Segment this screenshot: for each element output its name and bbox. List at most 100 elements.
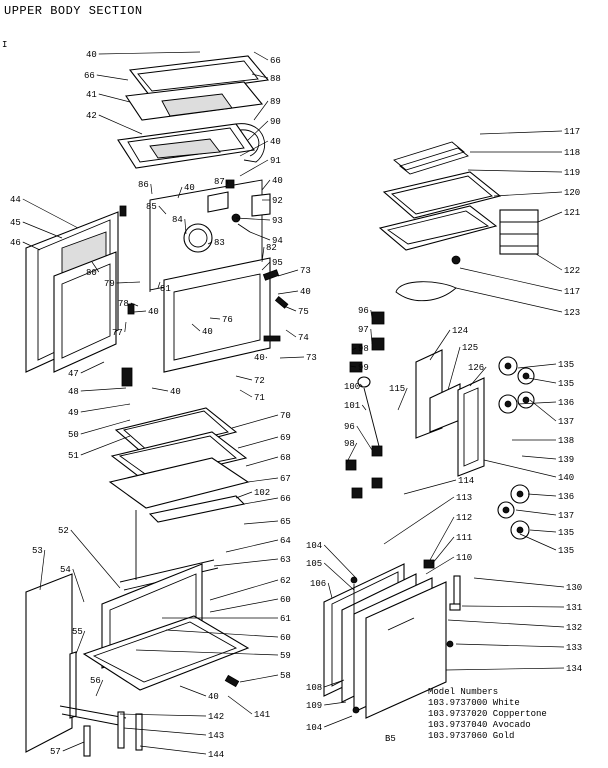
leader-line (323, 544, 357, 579)
leader-line (80, 435, 131, 456)
leader-line (22, 198, 79, 229)
part-callout-54: 54 (60, 565, 71, 575)
part-callout-40: 40 (254, 353, 265, 363)
part-callout-61: 61 (280, 614, 291, 624)
leader-line (150, 183, 153, 195)
model-number-line: 103.9737020 Coppertone (428, 709, 547, 719)
leader-line (370, 328, 373, 345)
part-callout-53: 53 (32, 546, 43, 556)
part-callout-106: 106 (310, 579, 326, 589)
leader-line (96, 74, 129, 81)
leader-line (521, 455, 557, 460)
leader-line (184, 218, 187, 235)
part-callout-89: 89 (270, 97, 281, 107)
leader-line (447, 346, 461, 391)
part-callout-117: 117 (564, 127, 580, 137)
part-callout-96: 96 (344, 422, 355, 432)
part-callout-108: 108 (306, 683, 322, 693)
leader-line (447, 619, 565, 628)
part-callout-85: 85 (146, 202, 157, 212)
model-number-line: 103.9737040 Avocado (428, 720, 531, 730)
part-callout-83: 83 (214, 238, 225, 248)
leader-line (39, 549, 46, 591)
part-callout-73: 73 (306, 353, 317, 363)
leader-line (261, 246, 265, 263)
part-callout-62: 62 (280, 576, 291, 586)
part-callout-40: 40 (184, 183, 195, 193)
side-panel-assembly (25, 205, 135, 387)
leader-line (455, 643, 565, 648)
leader-line (251, 73, 269, 79)
page-title: UPPER BODY SECTION (4, 4, 143, 18)
part-callout-123: 123 (564, 308, 580, 318)
leader-line (461, 605, 565, 608)
part-callout-104: 104 (306, 723, 322, 733)
part-callout-55: 55 (72, 627, 83, 637)
part-callout-141: 141 (254, 710, 270, 720)
leader-line (249, 231, 271, 241)
part-callout-122: 122 (564, 266, 580, 276)
part-callout-95: 95 (272, 258, 283, 268)
page-code: B5 (385, 734, 396, 744)
leader-line (517, 401, 557, 405)
leader-line (239, 159, 269, 177)
broiler-assembly (378, 141, 539, 302)
leader-line (98, 51, 201, 55)
part-callout-130: 130 (566, 583, 582, 593)
leader-line (397, 387, 408, 411)
leader-line (324, 679, 345, 688)
part-callout-40: 40 (170, 387, 181, 397)
part-callout-50: 50 (68, 430, 79, 440)
part-callout-104: 104 (306, 541, 322, 551)
model-number-line: 103.9737000 White (428, 698, 520, 708)
leader-line (213, 558, 279, 567)
model-numbers-heading: Model Numbers (428, 687, 499, 697)
leader-line (425, 556, 455, 575)
leader-line (527, 493, 557, 497)
part-callout-139: 139 (558, 455, 574, 465)
part-callout-57: 57 (50, 747, 61, 757)
leader-line (265, 356, 268, 359)
leader-line (535, 253, 563, 271)
part-callout-115: 115 (389, 384, 405, 394)
leader-line (356, 425, 373, 451)
leader-line (283, 305, 297, 312)
model-numbers-block: Model Numbers 103.9737000 White 103.9737… (428, 687, 547, 742)
leader-line (247, 477, 279, 483)
leader-line (445, 667, 565, 671)
part-callout-135: 135 (558, 528, 574, 538)
part-callout-114: 114 (458, 476, 474, 486)
corner-mark: I (2, 40, 8, 50)
oven-door-assembly (323, 559, 461, 719)
part-callout-134: 134 (566, 664, 582, 674)
part-callout-51: 51 (68, 451, 79, 461)
part-callout-81: 81 (160, 284, 171, 294)
part-callout-100: 100 (344, 382, 360, 392)
part-callout-135: 135 (558, 546, 574, 556)
leader-line (119, 713, 207, 717)
leader-line (133, 310, 147, 313)
leader-line (493, 191, 563, 197)
part-callout-60: 60 (280, 633, 291, 643)
leader-line (459, 267, 563, 292)
leader-line (429, 329, 451, 361)
leader-line (537, 211, 563, 223)
part-callout-99: 99 (358, 363, 369, 373)
part-callout-87: 87 (214, 177, 225, 187)
model-number-line: 103.9737060 Gold (428, 731, 515, 741)
part-callout-124: 124 (452, 326, 468, 336)
leader-line (243, 497, 279, 505)
part-callout-52: 52 (58, 526, 69, 536)
part-callout-133: 133 (566, 643, 582, 653)
part-callout-47: 47 (68, 369, 79, 379)
leader-line (165, 629, 279, 638)
part-callout-137: 137 (558, 511, 574, 521)
leader-line (62, 741, 85, 752)
leader-line (469, 366, 487, 387)
leader-line (345, 442, 358, 465)
leader-line (151, 387, 169, 392)
part-callout-135: 135 (558, 360, 574, 370)
part-callout-93: 93 (272, 216, 283, 226)
leader-line (243, 520, 279, 525)
